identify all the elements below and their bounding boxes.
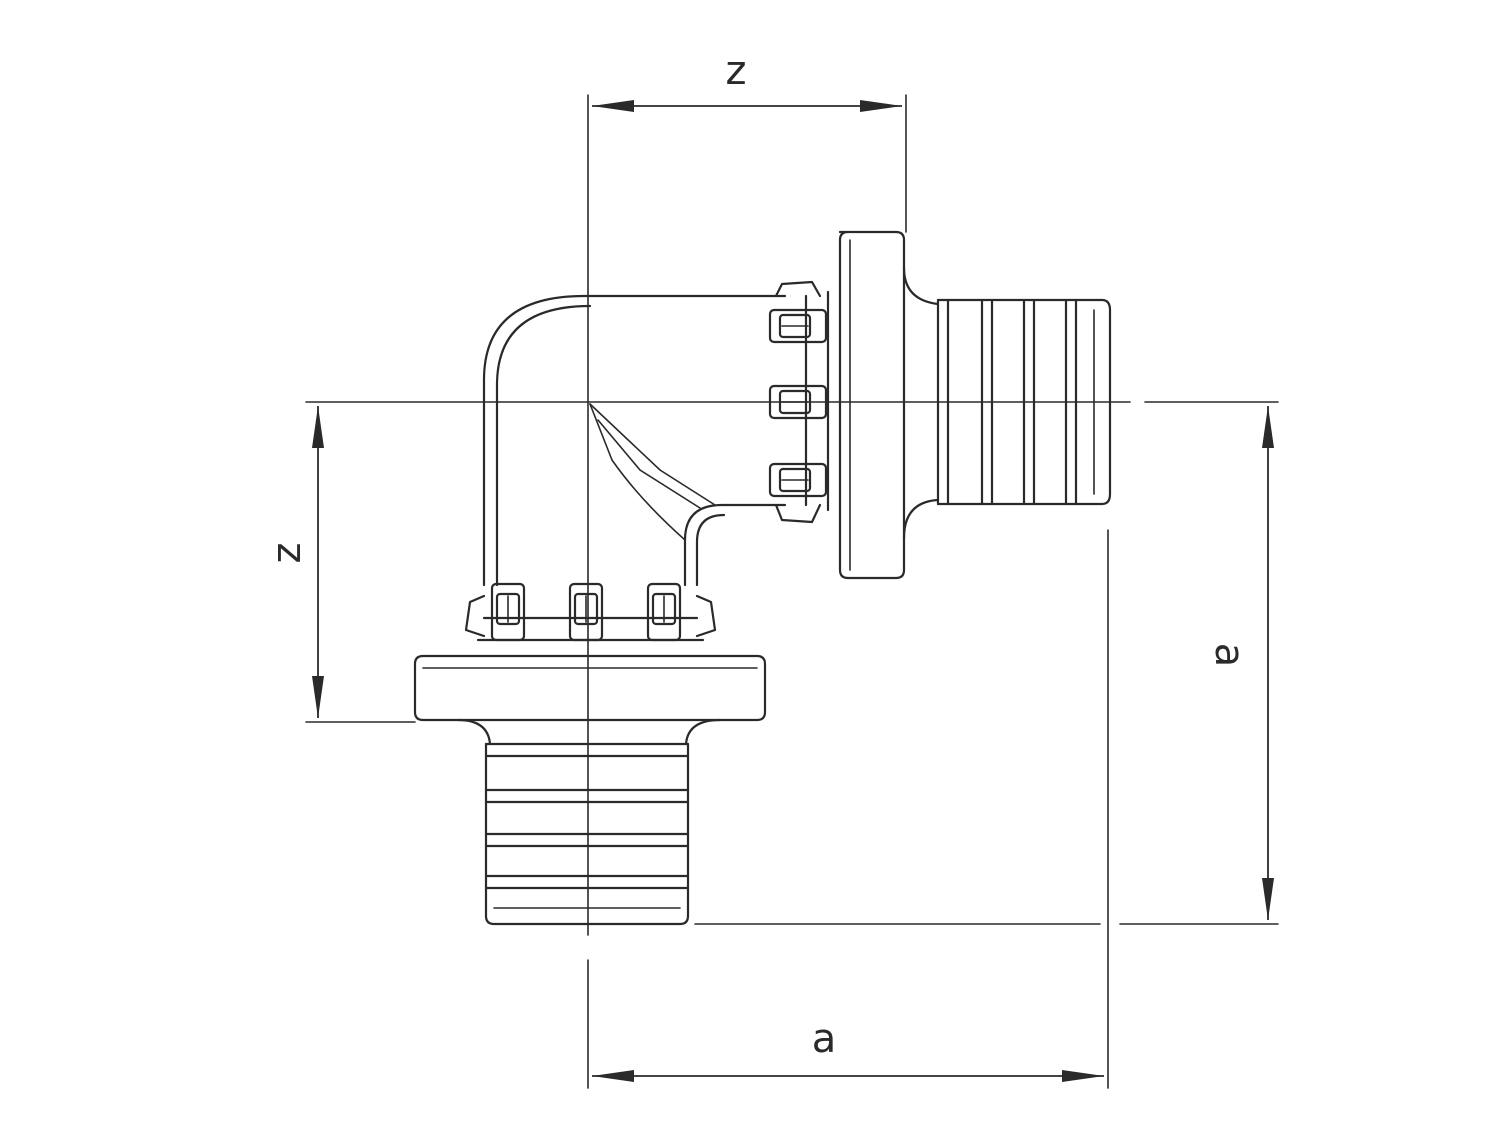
bottom-connector (413, 582, 767, 926)
label-a-right: a (1206, 643, 1252, 668)
dimension-a-bottom (592, 1070, 1104, 1082)
elbow-body (482, 294, 787, 587)
right-clip-bottom (768, 462, 828, 524)
label-a-bottom: a (812, 1016, 837, 1062)
right-connector (768, 230, 1112, 580)
dimension-a-right (1262, 406, 1274, 920)
label-z-top: z (726, 48, 747, 94)
center-lines (305, 94, 1279, 1089)
right-clip-middle (768, 384, 828, 420)
label-z-left: z (264, 543, 310, 564)
dimension-z-left (312, 406, 324, 718)
dimension-z-top (592, 100, 902, 112)
bottom-clip-center (568, 582, 604, 642)
right-clip-top (768, 280, 828, 344)
bottom-clip-right (646, 582, 717, 642)
bottom-clip-left (464, 582, 526, 642)
